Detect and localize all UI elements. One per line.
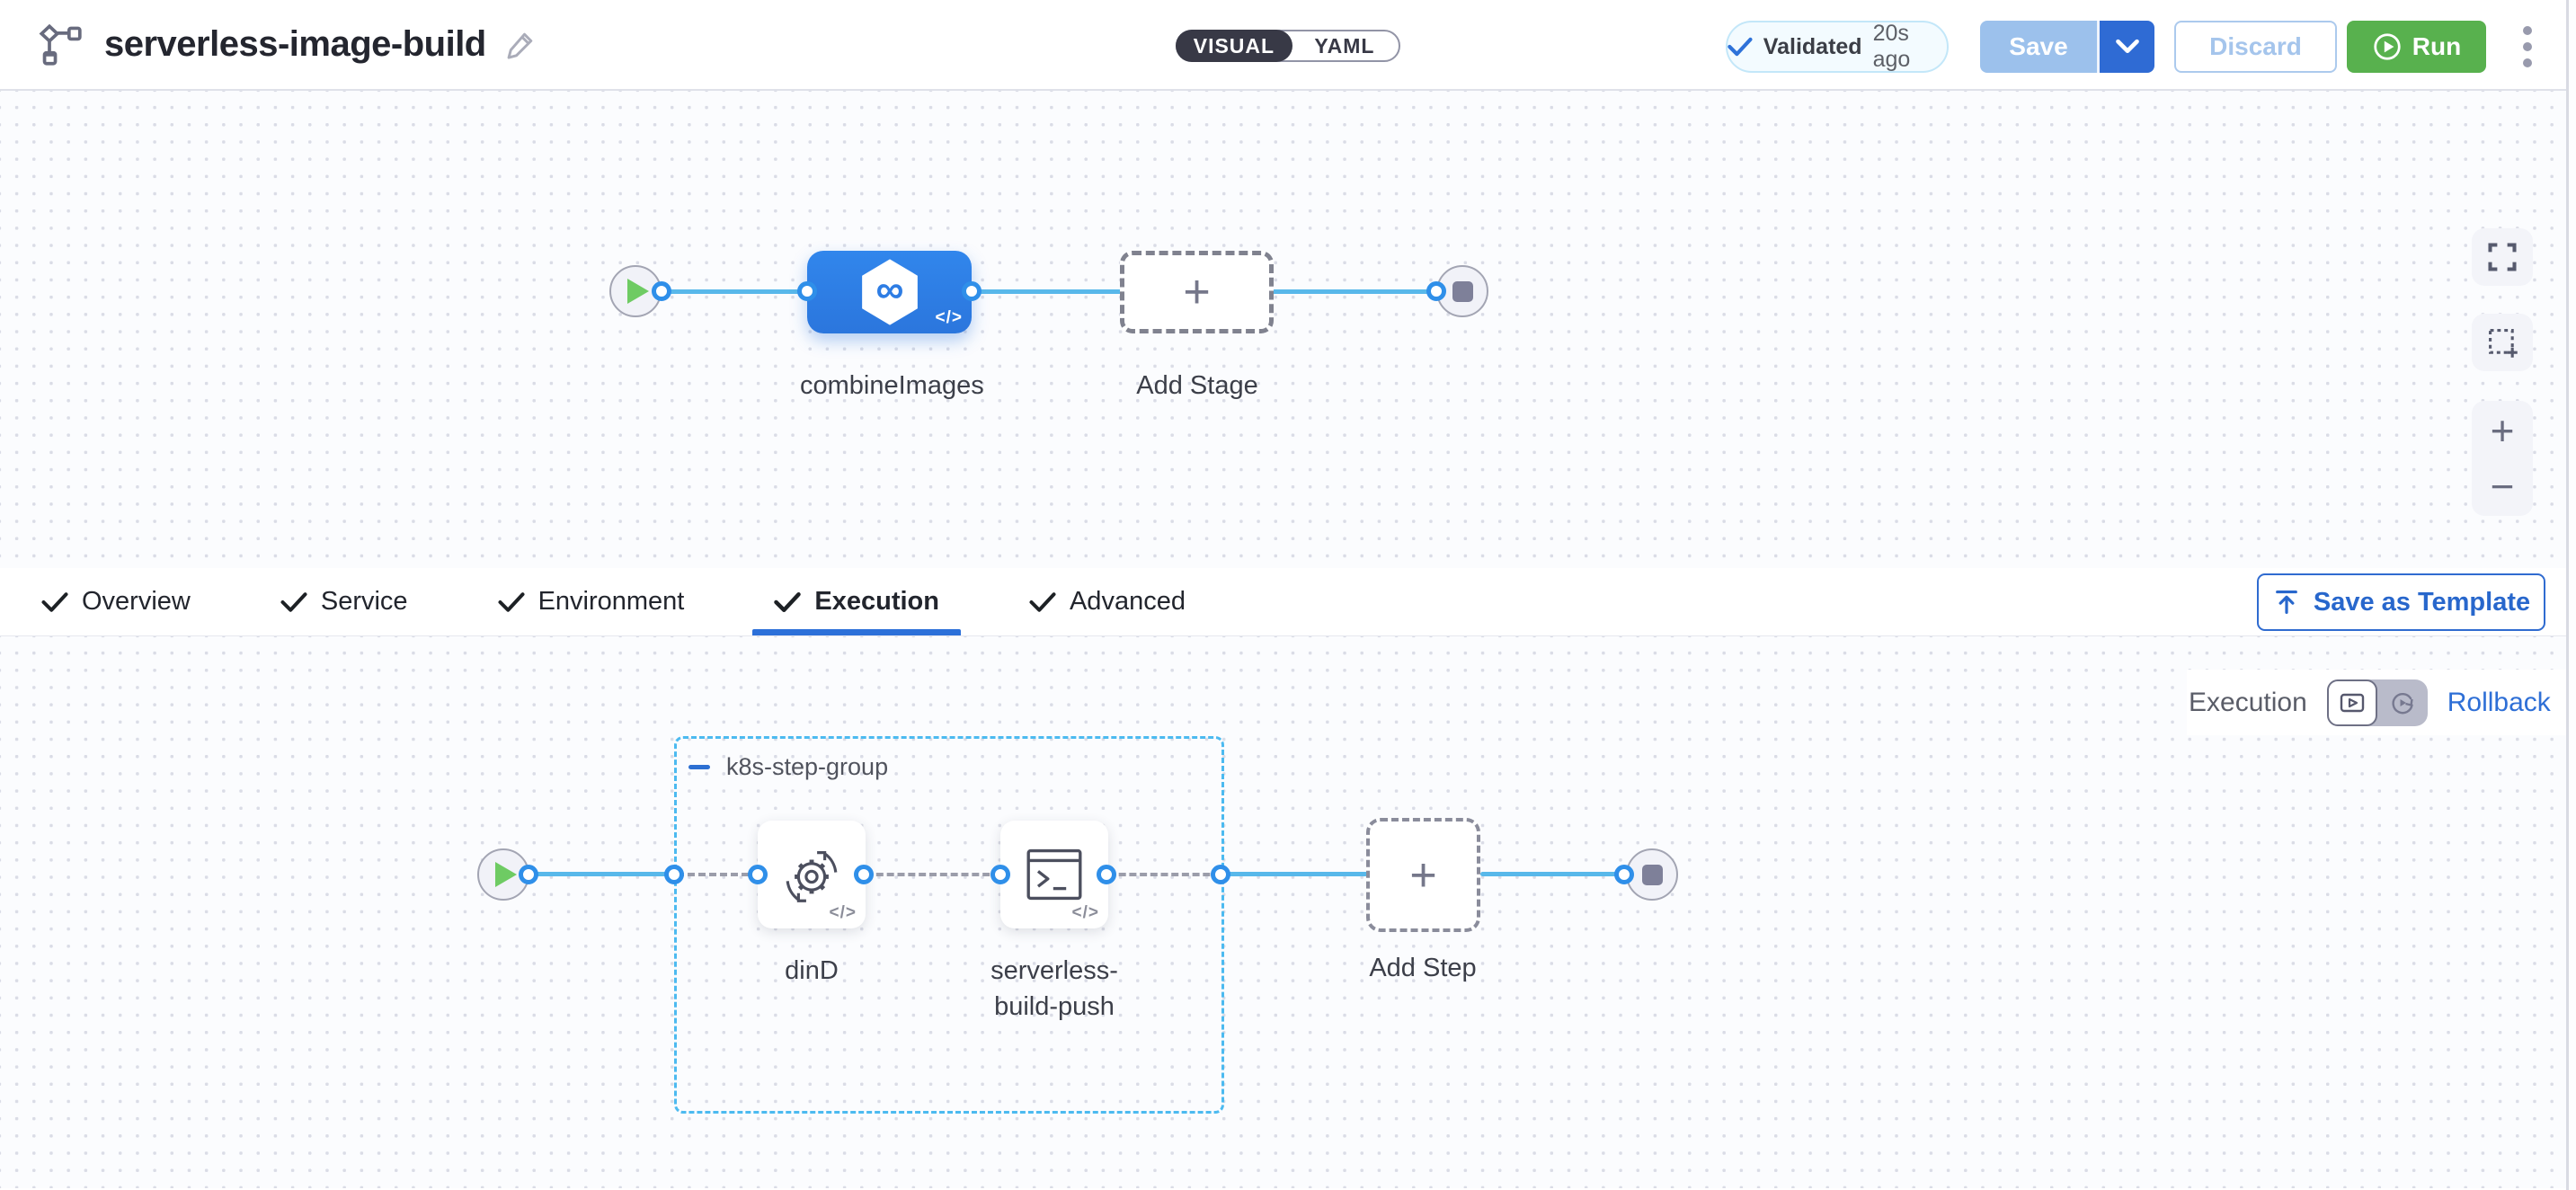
connector-line: [529, 872, 676, 876]
pipeline-end-node[interactable]: [1436, 265, 1488, 317]
connector-line: [1480, 872, 1626, 876]
save-dropdown-button[interactable]: [2097, 21, 2154, 73]
edit-pencil-icon[interactable]: [504, 29, 537, 61]
run-label: Run: [2412, 32, 2462, 60]
stage-graph-canvas[interactable]: ∞ </> combineImages + Add Stage + −: [0, 91, 2576, 568]
connector-line: [972, 289, 1122, 294]
dashed-connector: [1108, 873, 1221, 876]
visual-yaml-toggle: VISUAL YAML: [1176, 30, 1400, 62]
connector-port[interactable]: [797, 281, 817, 301]
connector-port[interactable]: [1614, 865, 1634, 884]
toggle-yaml[interactable]: YAML: [1314, 33, 1375, 58]
tab-service[interactable]: Service: [280, 568, 408, 635]
tab-overview[interactable]: Overview: [41, 568, 191, 635]
dashed-connector: [866, 873, 1000, 876]
execution-rollback-toggle: [2326, 679, 2428, 726]
fullscreen-button[interactable]: [2472, 228, 2533, 286]
terminal-icon: [1026, 848, 1082, 901]
connector-port[interactable]: [1211, 865, 1230, 884]
connector-port[interactable]: [854, 865, 874, 884]
plus-icon: +: [1409, 848, 1437, 901]
connector-port[interactable]: [962, 281, 982, 301]
stop-icon: [1641, 864, 1663, 885]
fullscreen-icon: [2488, 243, 2517, 271]
validated-badge[interactable]: Validated 20s ago: [1726, 21, 1949, 73]
execution-mode-bar: Execution Rollback: [2187, 670, 2576, 735]
connector-port[interactable]: [1426, 281, 1446, 301]
connector-port[interactable]: [664, 865, 684, 884]
play-icon: [627, 279, 649, 304]
stage-label: combineImages: [800, 371, 984, 400]
code-badge-icon: </>: [1071, 903, 1099, 922]
connector-port[interactable]: [1097, 865, 1116, 884]
check-icon: [498, 591, 525, 612]
code-badge-icon: </>: [935, 308, 963, 327]
validated-time: 20s ago: [1872, 21, 1911, 72]
execution-toggle-option[interactable]: [2326, 679, 2377, 726]
add-stage-label: Add Stage: [1136, 371, 1258, 400]
pipeline-studio-header: serverless-image-build VISUAL YAML Valid…: [0, 0, 2576, 91]
toggle-visual[interactable]: VISUAL: [1176, 30, 1292, 62]
step-group-label: k8s-step-group: [726, 753, 889, 780]
step-label: dinD: [785, 956, 839, 985]
step-group-k8s[interactable]: [674, 736, 1224, 1114]
connector-port[interactable]: [990, 865, 1010, 884]
save-as-template-button[interactable]: Save as Template: [2257, 573, 2545, 631]
upload-template-icon: [2275, 590, 2297, 615]
execution-icon: [2340, 693, 2364, 712]
connector-port[interactable]: [748, 865, 768, 884]
scrollbar-gutter: [2569, 0, 2576, 1190]
check-icon: [774, 591, 802, 612]
dashed-connector: [677, 873, 759, 876]
connector-line: [1221, 872, 1368, 876]
execution-graph-canvas[interactable]: Execution Rollback k8s-step-group: [0, 636, 2576, 1188]
check-icon: [41, 591, 68, 612]
add-step-button[interactable]: +: [1366, 818, 1480, 932]
run-play-icon: [2374, 33, 2401, 60]
rollback-toggle-option[interactable]: [2377, 679, 2428, 726]
zoom-in-button[interactable]: +: [2490, 406, 2515, 454]
page-title: serverless-image-build: [104, 24, 486, 64]
play-icon: [495, 862, 517, 887]
connector-port[interactable]: [519, 865, 538, 884]
discard-button[interactable]: Discard: [2174, 21, 2337, 73]
tab-advanced[interactable]: Advanced: [1029, 568, 1186, 635]
docker-in-docker-icon: [786, 851, 838, 902]
check-icon: [280, 591, 307, 612]
ci-stage-icon: ∞: [861, 259, 918, 325]
plus-icon: +: [1183, 266, 1211, 318]
zoom-controls: + −: [2472, 401, 2533, 516]
check-icon: [1728, 37, 1753, 57]
stage-node-combineimages[interactable]: ∞ </>: [807, 251, 972, 333]
connector-line: [662, 289, 809, 294]
pipeline-icon: [39, 23, 82, 66]
rollback-icon: [2392, 692, 2413, 714]
connector-port[interactable]: [652, 281, 671, 301]
rollback-link[interactable]: Rollback: [2447, 687, 2551, 717]
check-icon: [1029, 591, 1056, 612]
validated-label: Validated: [1763, 33, 1862, 59]
step-node-dind[interactable]: </>: [758, 821, 866, 928]
stop-icon: [1452, 280, 1473, 302]
run-button[interactable]: Run: [2347, 21, 2486, 73]
connector-line: [1272, 289, 1436, 294]
step-label: serverless-build-push: [990, 956, 1118, 1021]
save-button[interactable]: Save: [1980, 21, 2097, 73]
add-step-label: Add Step: [1369, 954, 1477, 982]
stage-config-tabs: Overview Service Environment Execution A…: [0, 568, 2576, 636]
code-badge-icon: </>: [829, 903, 857, 922]
more-options-menu[interactable]: [2522, 26, 2533, 67]
scrollbar-track[interactable]: [2566, 0, 2569, 1190]
svg-text:∞: ∞: [875, 268, 903, 311]
tab-execution[interactable]: Execution: [752, 568, 961, 635]
selection-icon: [2489, 329, 2518, 358]
chevron-down-icon: [2115, 39, 2139, 53]
add-stage-button[interactable]: +: [1120, 251, 1274, 333]
tab-environment[interactable]: Environment: [498, 568, 684, 635]
multi-select-button[interactable]: [2472, 314, 2533, 371]
collapse-group-icon[interactable]: [688, 765, 710, 769]
execution-mode-label: Execution: [2189, 687, 2307, 717]
zoom-out-button[interactable]: −: [2490, 463, 2515, 511]
step-node-serverless-build-push[interactable]: </>: [1000, 821, 1108, 928]
